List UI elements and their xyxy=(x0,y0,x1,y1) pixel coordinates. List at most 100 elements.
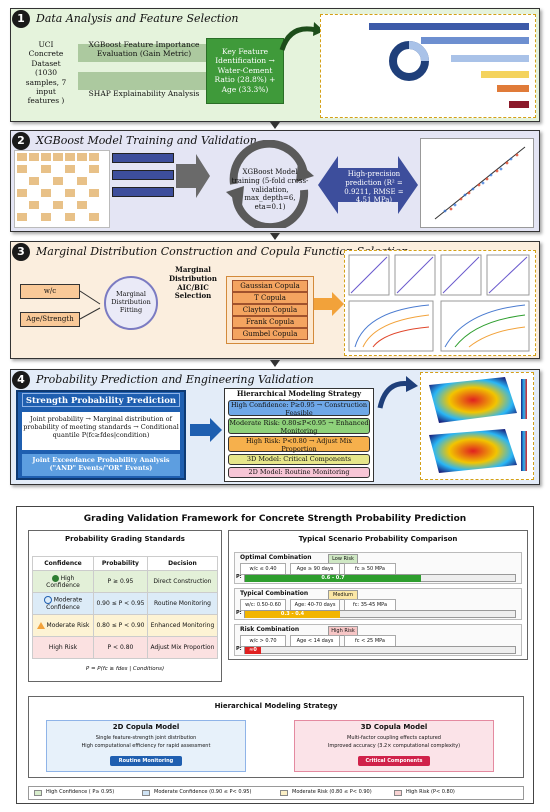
bar-4 xyxy=(481,71,529,78)
copula-gumbel: Gumbel Copula xyxy=(232,328,308,340)
spp-title: Strength Probability Prediction xyxy=(22,393,180,407)
xgb-training-label: XGBoost Model training (5-fold cross-val… xyxy=(231,168,309,211)
merge-arrows-icon xyxy=(80,290,101,320)
stage-1-title: Data Analysis and Feature Selection xyxy=(36,12,239,25)
prob-cell: 0.80 ≤ P < 0.90 xyxy=(93,614,148,637)
stage-3-title: Marginal Distribution Construction and C… xyxy=(36,245,409,258)
legend-label: Moderate Risk (0.80 ≤ P< 0.90) xyxy=(292,789,372,795)
scenario-name: Typical Combination xyxy=(240,590,309,597)
key-feature-box: Key Feature Identification → Water-Cemen… xyxy=(206,38,284,104)
legend-swatch xyxy=(142,790,150,796)
prob-cell: 0.90 ≤ P < 0.95 xyxy=(93,592,148,615)
colorbar-2 xyxy=(521,431,527,471)
model-2d-line2: High computational efficiency for rapid … xyxy=(81,743,211,749)
table-row: Moderate Risk 0.80 ≤ P < 0.90 Enhanced M… xyxy=(32,614,219,637)
stage-2-title: XGBoost Model Training and Validation xyxy=(36,134,257,147)
arrow-band-bottom xyxy=(78,72,210,90)
scatter-points xyxy=(434,146,526,220)
bar-1 xyxy=(369,23,529,30)
level-2d-model: 2D Model: Routine Monitoring xyxy=(228,467,370,478)
legend-label: High Confidence ( P≥ 0.95) xyxy=(46,789,115,795)
header-probability: Probability xyxy=(93,556,148,571)
prediction-scatter-plot xyxy=(420,138,534,228)
stage-4-number: 4 xyxy=(12,371,30,389)
risk-tag: Low Risk xyxy=(328,554,358,564)
aic-bic-label: Marginal Distribution AIC/BIC Selection xyxy=(169,265,217,301)
header-confidence: Confidence xyxy=(32,556,94,571)
framework-title: Grading Validation Framework for Concret… xyxy=(83,514,467,524)
decision-cell: Direct Construction xyxy=(146,570,219,593)
critical-components-badge: Critical Components xyxy=(358,756,430,766)
prob-cell: P ≥ 0.95 xyxy=(93,570,148,593)
conf-cell: High Confidence xyxy=(46,574,80,589)
risk-tag: Medium xyxy=(328,590,358,600)
header-decision: Decision xyxy=(146,556,219,571)
fitting-circle xyxy=(104,276,158,330)
conf-cell: Moderate Confidence xyxy=(46,596,83,612)
cycle-arrows-icon xyxy=(226,140,314,228)
legend-label: Moderate Confidence (0.90 ≤ P< 0.95) xyxy=(154,789,252,795)
pairplot-image xyxy=(14,150,110,228)
donut-slice xyxy=(408,41,429,62)
orange-arrow-icon xyxy=(314,292,344,316)
surface-1 xyxy=(429,377,517,423)
level-high-confidence: High Confidence: P≥0.95 → Construction F… xyxy=(228,400,370,417)
double-arrow-icon xyxy=(318,156,418,214)
probability-bar-track xyxy=(244,610,516,618)
arrow-band-top xyxy=(78,44,210,62)
legend-swatch xyxy=(280,790,288,796)
right-arrow-icon xyxy=(176,154,210,198)
curved-arrow-icon-2 xyxy=(377,376,418,409)
dataset-label: UCI Concrete Dataset (1030 samples, 7 in… xyxy=(25,40,67,106)
joint-probability-text: Joint probability → Marginal distributio… xyxy=(22,412,180,450)
joint-exceedance-text: Joint Exceedance Probability Analysis ("… xyxy=(22,454,180,476)
risk-tag: High Risk xyxy=(328,626,358,636)
triangle-icon xyxy=(36,622,45,629)
hms-title: Hierarchical Modeling Strategy xyxy=(214,702,338,710)
probability-bar-fill: 0.3 - 0.4 xyxy=(245,611,340,618)
blue-arrow-icon xyxy=(190,418,222,442)
level-high-risk: High Risk: P<0.80 → Adjust Mix Proportio… xyxy=(228,436,370,453)
scenario-name: Risk Combination xyxy=(240,626,300,633)
stage-3-number: 3 xyxy=(12,243,30,261)
probability-bar-fill: 0.6 - 0.7 xyxy=(245,575,421,582)
shap-label: SHAP Explainability Analysis xyxy=(88,89,200,98)
age-strength-box: Age/Strength xyxy=(20,312,80,327)
surface-2 xyxy=(429,429,517,473)
conf-cell: Moderate Risk xyxy=(46,622,90,629)
table-row: High Confidence P ≥ 0.95 Direct Construc… xyxy=(32,570,219,593)
bar-3 xyxy=(451,55,529,62)
input-box-3 xyxy=(112,187,174,197)
copula-frank: Frank Copula xyxy=(232,316,308,328)
table-row: Moderate Confidence 0.90 ≤ P < 0.95 Rout… xyxy=(32,592,219,615)
filled-circle-icon xyxy=(51,574,59,582)
probability-bar-track xyxy=(244,646,516,654)
scenario-title: Typical Scenario Probability Comparison xyxy=(298,535,458,543)
formula-note: P = P(fc ≥ fdes | Conditions) xyxy=(85,666,165,672)
routine-monitoring-badge: Routine Monitoring xyxy=(110,756,182,766)
model-3d-line2: Improved accuracy (3.2× computational co… xyxy=(327,743,461,749)
wc-box: w/c xyxy=(20,284,80,299)
stage-arrow-1 xyxy=(270,122,280,129)
stage-arrow-3 xyxy=(270,360,280,367)
copula-gaussian: Gaussian Copula xyxy=(232,280,308,292)
stage-2-number: 2 xyxy=(12,132,30,150)
scenario-name: Optimal Combination xyxy=(240,554,312,561)
prob-cell: P < 0.80 xyxy=(93,636,148,659)
level-3d-model: 3D Model: Critical Components xyxy=(228,454,370,465)
legend-bar xyxy=(28,786,524,800)
feature-importance-chart xyxy=(320,14,536,118)
copula-clayton: Clayton Copula xyxy=(232,304,308,316)
model-3d-line1: Multi-factor coupling effects captured xyxy=(347,735,441,741)
decision-cell: Adjust Mix Proportion xyxy=(146,636,219,659)
grading-table: Confidence Probability Decision High Con… xyxy=(32,556,219,659)
input-box-1 xyxy=(112,153,174,163)
decision-cell: Routine Monitoring xyxy=(146,592,219,615)
legend-label: High Risk (P< 0.80) xyxy=(406,789,455,795)
probability-bar-fill: ≈0 xyxy=(245,647,261,654)
fitting-label: Marginal Distribution Fitting xyxy=(111,290,151,315)
bar-6 xyxy=(509,101,529,108)
decision-cell: Enhanced Monitoring xyxy=(146,614,219,637)
xgb-importance-label: XGBoost Feature Importance Evaluation (G… xyxy=(88,40,200,59)
p-label: P: xyxy=(236,610,242,616)
